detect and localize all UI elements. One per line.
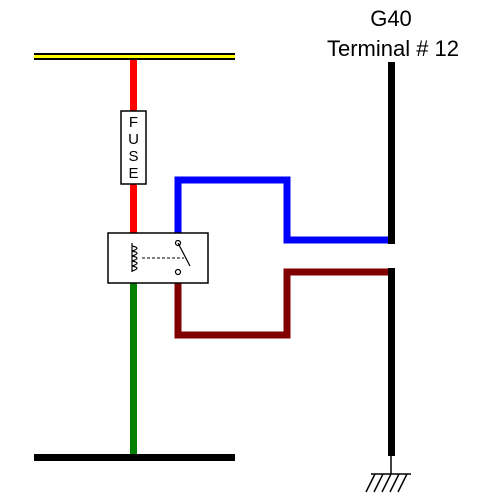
- supply-rail-stripe: [34, 55, 235, 58]
- component-label: G40: [370, 6, 412, 31]
- terminal-label: Terminal # 12: [327, 36, 459, 61]
- fused-feed-lower: [130, 183, 137, 233]
- terminal-bus: [388, 62, 395, 456]
- relay: [107, 232, 209, 284]
- relay-output-wire-blue: [174, 176, 391, 244]
- terminal-bus-upper: [388, 62, 395, 244]
- fuse-body: [120, 110, 147, 185]
- fuse-letter: S: [128, 148, 138, 165]
- relay-output-wire-maroon: [174, 268, 391, 339]
- switch-contact-icon: [174, 239, 191, 276]
- fuse-letter: U: [128, 131, 139, 148]
- terminal-bus-lower: [388, 268, 395, 456]
- fused-feed-wire: [130, 60, 137, 233]
- ground-feed-wire: [130, 282, 137, 458]
- fuse-letter: E: [128, 165, 138, 182]
- chassis-ground-icon: [365, 456, 411, 493]
- fused-feed-upper: [130, 60, 137, 112]
- coil-icon: [131, 243, 138, 272]
- fuse: F U S E: [120, 110, 147, 185]
- fuse-letter: F: [129, 114, 138, 131]
- supply-rail: [34, 53, 235, 60]
- ground-rail: [34, 454, 235, 461]
